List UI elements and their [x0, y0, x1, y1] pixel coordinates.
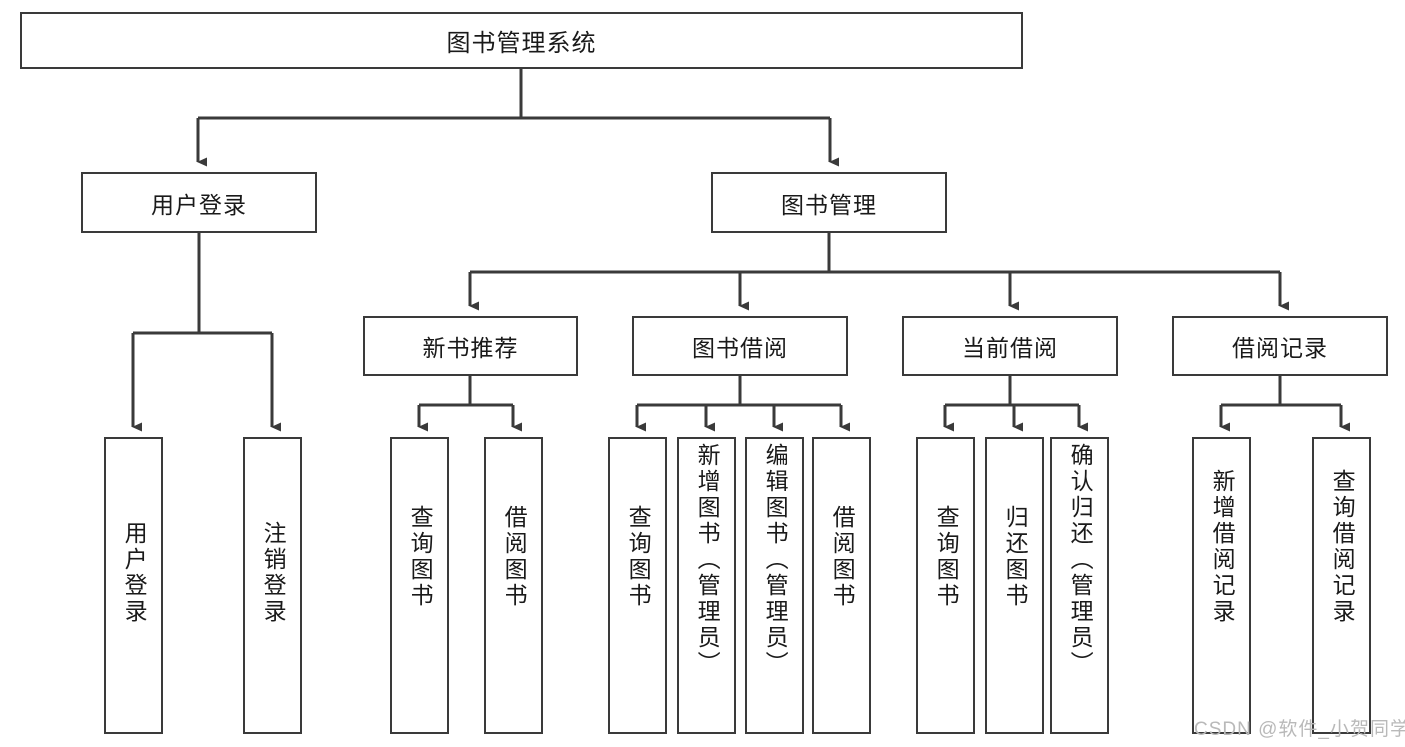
leaf-user-login-login[interactable]: 用户登录 [104, 437, 163, 734]
leaf-label: 查询图书 [407, 505, 434, 609]
leaf-book-borrow-query-books[interactable]: 查询图书 [608, 437, 667, 734]
leaf-label: 查询图书 [625, 505, 652, 609]
node-label: 图书管理系统 [446, 30, 597, 57]
leaf-label: 查询图书 [933, 505, 960, 609]
leaf-label: 借阅图书 [829, 505, 856, 609]
node-new-book-recommendation[interactable]: 新书推荐 [363, 316, 578, 376]
node-label: 用户登录 [151, 191, 247, 218]
leaf-book-borrow-add-book-admin[interactable]: 新增图书（管理员） [677, 437, 736, 734]
leaf-label: 新增借阅记录 [1209, 469, 1236, 625]
node-label: 借阅记录 [1232, 335, 1328, 361]
leaf-label: 用户登录 [121, 521, 148, 625]
leaf-label: 查询借阅记录 [1329, 469, 1356, 625]
node-root-book-management-system[interactable]: 图书管理系统 [20, 12, 1023, 69]
node-borrow-records[interactable]: 借阅记录 [1172, 316, 1388, 376]
leaf-label: 新增图书（管理员） [694, 443, 721, 677]
leaf-user-login-logout[interactable]: 注销登录 [243, 437, 302, 734]
node-book-management[interactable]: 图书管理 [711, 172, 947, 233]
leaf-borrow-record-add-record[interactable]: 新增借阅记录 [1192, 437, 1251, 734]
leaf-label: 注销登录 [260, 521, 287, 625]
node-current-borrowing[interactable]: 当前借阅 [902, 316, 1118, 376]
leaf-current-borrow-confirm-return-admin[interactable]: 确认归还（管理员） [1050, 437, 1109, 734]
leaf-label: 归还图书 [1002, 505, 1029, 609]
leaf-borrow-record-query-record[interactable]: 查询借阅记录 [1312, 437, 1371, 734]
leaf-book-borrow-edit-book-admin[interactable]: 编辑图书（管理员） [745, 437, 804, 734]
leaf-label: 编辑图书（管理员） [762, 443, 789, 677]
leaf-book-borrow-borrow-books[interactable]: 借阅图书 [812, 437, 871, 734]
leaf-current-borrow-query-books[interactable]: 查询图书 [916, 437, 975, 734]
leaf-current-borrow-return-books[interactable]: 归还图书 [985, 437, 1044, 734]
csdn-watermark: CSDN @软件_小贺同学 [1194, 719, 1405, 740]
node-label: 图书管理 [781, 191, 877, 218]
leaf-label: 确认归还（管理员） [1067, 443, 1094, 677]
node-book-borrowing[interactable]: 图书借阅 [632, 316, 848, 376]
node-label: 新书推荐 [422, 335, 519, 361]
leaf-new-book-query-books[interactable]: 查询图书 [390, 437, 449, 734]
leaf-label: 借阅图书 [501, 505, 528, 609]
node-label: 图书借阅 [692, 335, 788, 361]
node-label: 当前借阅 [962, 335, 1058, 361]
leaf-new-book-borrow-books[interactable]: 借阅图书 [484, 437, 543, 734]
node-user-login[interactable]: 用户登录 [81, 172, 317, 233]
